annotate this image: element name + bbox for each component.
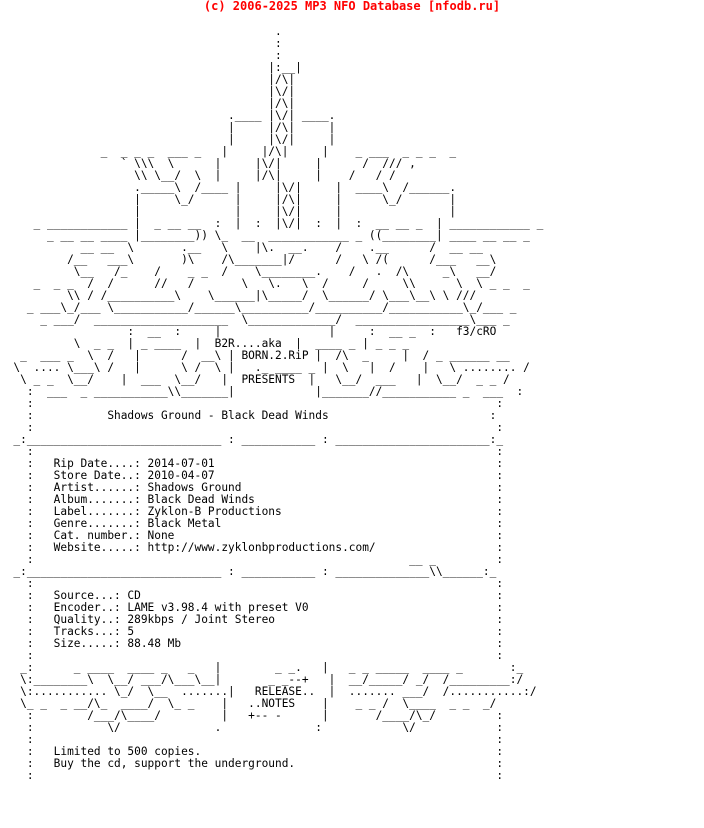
nfo-line: |:__|: [0, 61, 302, 74]
nfo-line: : Label.......: Zyklon-B Productions :: [0, 505, 504, 518]
nfo-line: ` \\\ \ | |\/| | / /// ,: [0, 157, 416, 170]
nfo-line: | \_/ | |/\| | \_/ |: [0, 193, 457, 206]
nfodb-copyright-banner: (c) 2006-2025 MP3 NFO Database [nfodb.ru…: [203, 0, 501, 13]
nfo-line: :: [0, 37, 282, 50]
nfo-line: _ __ __ ____ |________)) \_ __ _________…: [0, 229, 530, 242]
nfo-line: \:........... \_/ \__ .......| RELEASE..…: [0, 685, 537, 698]
nfo-line: : Cat. number.: None :: [0, 529, 504, 542]
nfo-line: |\/|: [0, 85, 296, 98]
nfo-line: : Source...: CD :: [0, 589, 504, 602]
nfo-line: : ___ _ ___________\\_______| |_______//…: [0, 385, 524, 398]
nfo-line: : Tracks...: 5 :: [0, 625, 504, 638]
nfo-line: : :: [0, 445, 504, 458]
nfo-line: _ _ _ _ ___ _ | |/\| | _ ___ _ _ _ _: [0, 145, 457, 158]
nfo-line: : :: [0, 649, 504, 662]
nfo-line: \\ / /__________\ \______|\_____/ \_____…: [0, 289, 477, 302]
nfo-line: \_ _ _ __/\_ ____/ \_ _ | ..NOTES | _ _ …: [0, 697, 497, 710]
nfo-line: _:_____________________________ : ______…: [0, 433, 504, 446]
nfo-line: : :: [0, 421, 504, 434]
nfo-line: \ _ _ | _ ____ | B2R....aka | ____ _ | _…: [0, 337, 410, 350]
nfo-line: | |\/| |: [0, 133, 336, 146]
nfo-line: \ .... \___\ / | \ / \ | ._ ____ _ | \ |…: [0, 361, 530, 374]
nfo-line: : Album.......: Black Dead Winds :: [0, 493, 504, 506]
nfo-line: : Quality..: 289kbps / Joint Stereo :: [0, 613, 504, 626]
nfo-line: : Shadows Ground - Black Dead Winds :: [0, 409, 497, 422]
nfo-line: : Website.....: http://www.zyklonbproduc…: [0, 541, 504, 554]
nfo-line: : :: [0, 769, 504, 782]
nfo-line: : __ : | | : __ _ : f3/cRO: [0, 325, 497, 338]
nfo-line: : Size.....: 88.48 Mb :: [0, 637, 504, 650]
nfo-line: : Store Date..: 2010-04-07 :: [0, 469, 504, 482]
nfo-line: \ _ _ \__/ | ___ \__/ | PRESENTS | \__/ …: [0, 373, 510, 386]
nfo-line: : __ _ :: [0, 553, 504, 566]
nfo-line: : :: [0, 733, 504, 746]
nfo-line: | |/\| |: [0, 121, 336, 134]
nfo-line: : :: [0, 397, 504, 410]
nfo-line: :: [0, 49, 282, 62]
nfo-line: | | |\/| | |: [0, 205, 457, 218]
nfo-line: _ ___/ ____________________ \___________…: [0, 313, 510, 326]
nfo-line: : :: [0, 577, 504, 590]
nfo-line: : Buy the cd, support the underground. :: [0, 757, 504, 770]
nfo-line: \\ \__/ \ | |/\| | / / /: [0, 169, 396, 182]
nfo-line: /__ ___\ )\ /\_______|/ / \ /( /___ __\: [0, 253, 497, 266]
nfo-line: \:________\ \__/ ___/\___\__| _ _--+ | _…: [0, 673, 524, 686]
nfo-line: .____ |\/| ____.: [0, 109, 336, 122]
nfo-line: : Rip Date....: 2014-07-01 :: [0, 457, 504, 470]
nfo-line: _ ___ _ \ / | / __\ | BORN.2.RiP | /\ _ …: [0, 349, 510, 362]
nfo-line: : Encoder..: LAME v3.98.4 with preset V0…: [0, 601, 504, 614]
nfo-line: : /___/\____/ | +-- - | /____/\_/ :: [0, 709, 504, 722]
nfo-ascii-art-text: . : : |:__| |/\|: [0, 14, 704, 782]
nfo-line: _:_____________________________ : ______…: [0, 565, 497, 578]
nfo-line: .: [0, 25, 282, 38]
nfo-line: _: _ ____ ____ _ _ | _ _. | _ _ _____ __…: [0, 661, 524, 674]
nfo-line: \__ /_ / _ _ / \________. / . /\ _\ __/: [0, 265, 497, 278]
nfo-line: _ _ _ / / // / \ \. \ / / \\ \ \ _ _ _: [0, 277, 530, 290]
nfo-line: : Limited to 500 copies. :: [0, 745, 504, 758]
nfo-line: : Artist......: Shadows Ground :: [0, 481, 504, 494]
nfo-line: |/\|: [0, 97, 296, 110]
nfo-line: _ ____________ | _ __ __ : | : |\/| : | …: [0, 217, 544, 230]
nfo-line: |/\|: [0, 73, 296, 86]
nfo-line: _ ___\_/___ \___________/______\________…: [0, 301, 517, 314]
nfo-line: : \/ . : \/ :: [0, 721, 504, 734]
nfo-line: __ __ \ .__ \ |\. __. / .__ / __ __: [0, 241, 483, 254]
nfo-line: : Genre.......: Black Metal :: [0, 517, 504, 530]
nfo-line: ._____\ /____ | |\/| | ____\ /______.: [0, 181, 457, 194]
